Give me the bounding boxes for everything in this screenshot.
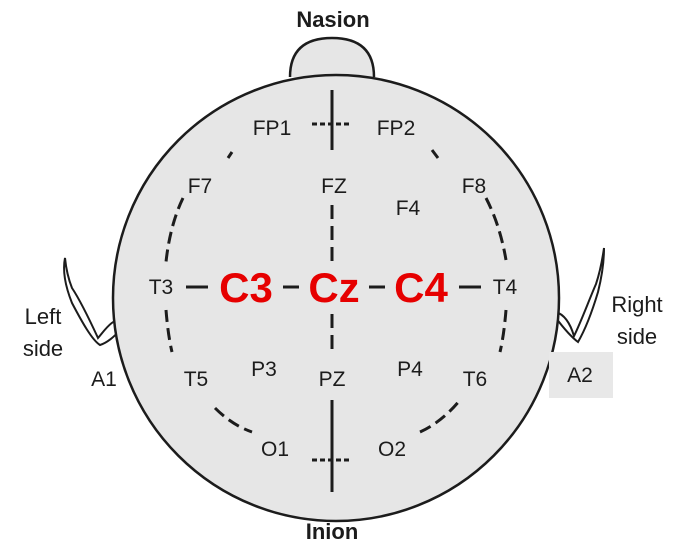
electrode-a1: A1 [91,368,117,391]
electrode-p4: P4 [397,358,423,381]
electrode-o2: O2 [378,438,406,461]
electrode-c3: C3 [219,264,273,311]
inion-label: Inion [306,519,359,544]
nasion-label: Nasion [296,7,369,32]
electrode-fp1: FP1 [253,117,292,140]
right-side-label-line2: side [617,324,657,349]
electrode-c4: C4 [394,264,448,311]
electrode-t4: T4 [493,276,518,299]
electrode-t5: T5 [184,368,209,391]
right-side-label-line1: Right [611,292,662,317]
electrode-fp2: FP2 [377,117,416,140]
electrode-f7: F7 [188,175,213,198]
nose-outline [290,38,374,77]
electrode-f4: F4 [396,197,421,220]
electrode-p3: P3 [251,358,277,381]
electrode-f8: F8 [462,175,487,198]
electrode-t6: T6 [463,368,488,391]
right-ear-outline [556,248,604,342]
electrode-o1: O1 [261,438,289,461]
electrode-pz: PZ [319,368,346,391]
electrode-t3: T3 [149,276,174,299]
left-side-label-line2: side [23,336,63,361]
electrode-cz: Cz [308,264,359,311]
left-side-label-line1: Left [25,304,62,329]
electrode-a2: A2 [567,364,593,387]
electrode-fz: FZ [321,175,347,198]
